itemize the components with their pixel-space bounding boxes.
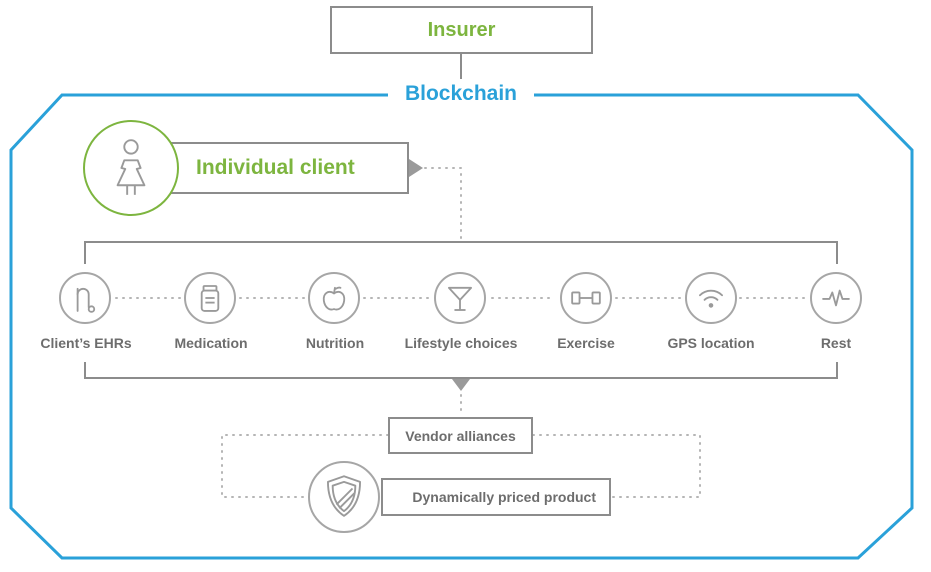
source-label: Nutrition bbox=[305, 335, 365, 351]
source-ehr-circle bbox=[59, 272, 111, 324]
source-label: Medication bbox=[174, 335, 248, 351]
individual-client-box: Individual client bbox=[140, 142, 409, 194]
source-medication-circle bbox=[184, 272, 236, 324]
source-label: Rest bbox=[820, 335, 852, 351]
cocktail-glass-icon bbox=[448, 286, 472, 311]
dumbbell-icon bbox=[571, 291, 601, 305]
vendor-alliances-box: Vendor alliances bbox=[388, 417, 533, 454]
blockchain-label: Blockchain bbox=[388, 79, 534, 109]
source-nutrition-circle bbox=[308, 272, 360, 324]
source-lifestyle-circle bbox=[434, 272, 486, 324]
source-rest-circle bbox=[810, 272, 862, 324]
source-gps-circle bbox=[685, 272, 737, 324]
source-label: GPS location bbox=[667, 335, 755, 351]
individual-client-label: Individual client bbox=[196, 156, 355, 179]
client-avatar bbox=[83, 120, 179, 216]
dynamically-priced-product-box: Dynamically priced product bbox=[381, 478, 611, 516]
sources-down-arrow bbox=[452, 379, 470, 391]
vendor-alliances-label: Vendor alliances bbox=[405, 427, 516, 444]
sources-bottom-bracket bbox=[84, 362, 838, 379]
client-dotted-connector bbox=[424, 167, 462, 243]
source-label: Exercise bbox=[557, 335, 615, 351]
source-dotted-links bbox=[115, 297, 805, 498]
sources-top-bracket bbox=[84, 241, 838, 264]
source-label: Client’s EHRs bbox=[40, 335, 132, 351]
person-icon bbox=[116, 139, 146, 195]
apple-icon bbox=[322, 286, 346, 311]
client-arrow bbox=[409, 159, 423, 177]
stethoscope-icon bbox=[76, 287, 96, 313]
heartbeat-icon bbox=[822, 289, 850, 307]
shield-icon bbox=[327, 475, 361, 517]
pill-bottle-icon bbox=[200, 285, 220, 312]
insurer-label: Insurer bbox=[427, 18, 496, 41]
dynamically-priced-product-label: Dynamically priced product bbox=[412, 489, 596, 505]
insurer-box: Insurer bbox=[330, 6, 593, 54]
shield-circle bbox=[308, 461, 380, 533]
source-label: Lifestyle choices bbox=[404, 335, 518, 351]
wifi-signal-icon bbox=[699, 289, 723, 308]
source-exercise-circle bbox=[560, 272, 612, 324]
blockchain-frame bbox=[9, 93, 914, 560]
